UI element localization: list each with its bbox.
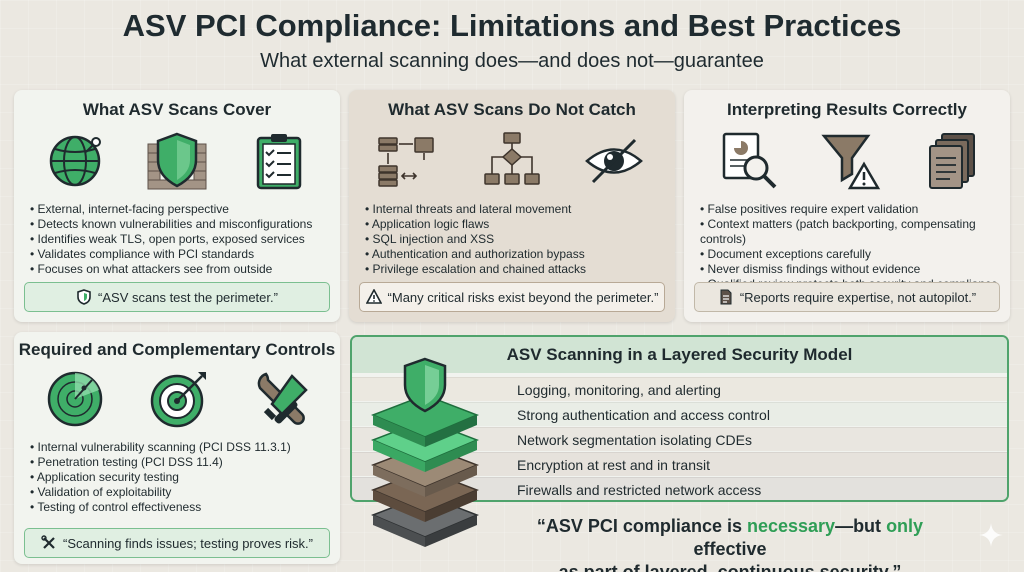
page-subtitle: What external scanning does—and does not… [260, 50, 764, 72]
list-item: Privilege escalation and chained attacks [365, 262, 665, 277]
warning-icon [365, 289, 382, 304]
layer-row: Logging, monitoring, and alerting [352, 377, 1007, 401]
logic-flow-icon [484, 132, 540, 185]
list-item: Penetration testing (PCI DSS 11.4) [30, 455, 330, 470]
closing-quote-part: effective [693, 539, 767, 559]
list-item: Internal threats and lateral movement [365, 202, 665, 217]
card-required-controls: Required and Complementary Controls Inte… [14, 332, 340, 564]
page-title: ASV PCI Compliance: Limitations and Best… [122, 8, 902, 43]
list-item: Focuses on what attackers see from outsi… [30, 262, 330, 277]
tools-icon [257, 372, 308, 425]
globe-icon [49, 135, 101, 187]
card-scans-cover: What ASV Scans Cover [14, 90, 340, 322]
shield-icon [77, 289, 91, 305]
shield-firewall-icon [147, 132, 207, 190]
list-item: Never dismiss findings without evidence [700, 262, 1000, 277]
layered-model-title: ASV Scanning in a Layered Security Model [352, 337, 1007, 373]
list-item: Testing of control effectiveness [30, 500, 330, 515]
quote-box: “Reports require expertise, not autopilo… [694, 282, 1000, 312]
quote-text: “ASV scans test the perimeter.” [98, 290, 278, 305]
closing-quote: “ASV PCI compliance is necessary—but onl… [500, 515, 960, 572]
list-item: SQL injection and XSS [365, 232, 665, 247]
list-item: Document exceptions carefully [700, 247, 1000, 262]
target-icon [150, 372, 206, 428]
quote-box: “Many critical risks exist beyond the pe… [359, 282, 665, 312]
list-item: Authentication and authorization bypass [365, 247, 665, 262]
list-item: Application logic flaws [365, 217, 665, 232]
list-item: Context matters (patch backporting, comp… [700, 217, 1000, 247]
closing-quote-line2: as part of layered, continuous security.… [558, 562, 902, 572]
list-item: Validates compliance with PCI standards [30, 247, 330, 262]
list-item: Validation of exploitability [30, 485, 330, 500]
bullet-list: False positives require expert validatio… [700, 202, 1000, 292]
list-item: Application security testing [30, 470, 330, 485]
closing-quote-part: “ASV PCI compliance is [536, 516, 747, 536]
closing-quote-part: —but [835, 516, 887, 536]
tools-icon [41, 535, 55, 549]
report-magnifier-icon [722, 132, 777, 189]
layer-row: Firewalls and restricted network access [352, 477, 1007, 500]
layer-stack-icon [370, 357, 480, 547]
documents-icon [929, 133, 975, 189]
card-scans-do-not-catch: What ASV Scans Do Not Catch [349, 90, 675, 322]
card-title: Required and Complementary Controls [18, 340, 336, 359]
card-title: What ASV Scans Cover [82, 100, 272, 119]
checklist-icon [256, 134, 302, 190]
quote-box: “ASV scans test the perimeter.” [24, 282, 330, 312]
sparkle-icon [979, 523, 1003, 547]
internal-network-icon [378, 137, 434, 187]
card-title: Interpreting Results Correctly [727, 100, 967, 119]
radar-icon [47, 371, 103, 427]
document-icon [720, 289, 732, 305]
list-item: External, internet-facing perspective [30, 202, 330, 217]
bullet-list: Internal vulnerability scanning (PCI DSS… [30, 440, 330, 515]
bullet-list: External, internet-facing perspective De… [30, 202, 330, 277]
card-title: What ASV Scans Do Not Catch [388, 100, 636, 119]
list-item: Internal vulnerability scanning (PCI DSS… [30, 440, 330, 455]
list-item: Identifies weak TLS, open ports, exposed… [30, 232, 330, 247]
closing-quote-highlight: only [886, 516, 924, 536]
quote-text: “Scanning finds issues; testing proves r… [63, 536, 313, 551]
bullet-list: Internal threats and lateral movement Ap… [365, 202, 665, 277]
list-item: False positives require expert validatio… [700, 202, 1000, 217]
quote-box: “Scanning finds issues; testing proves r… [24, 528, 330, 558]
closing-quote-highlight: necessary [746, 516, 836, 536]
card-interpreting-results: Interpreting Results Correctly False pos… [684, 90, 1010, 322]
list-item: Detects known vulnerabilities and miscon… [30, 217, 330, 232]
hidden-eye-icon [585, 138, 643, 184]
quote-text: “Many critical risks exist beyond the pe… [387, 290, 659, 305]
quote-text: “Reports require expertise, not autopilo… [739, 290, 977, 305]
filter-warning-icon [821, 134, 881, 190]
